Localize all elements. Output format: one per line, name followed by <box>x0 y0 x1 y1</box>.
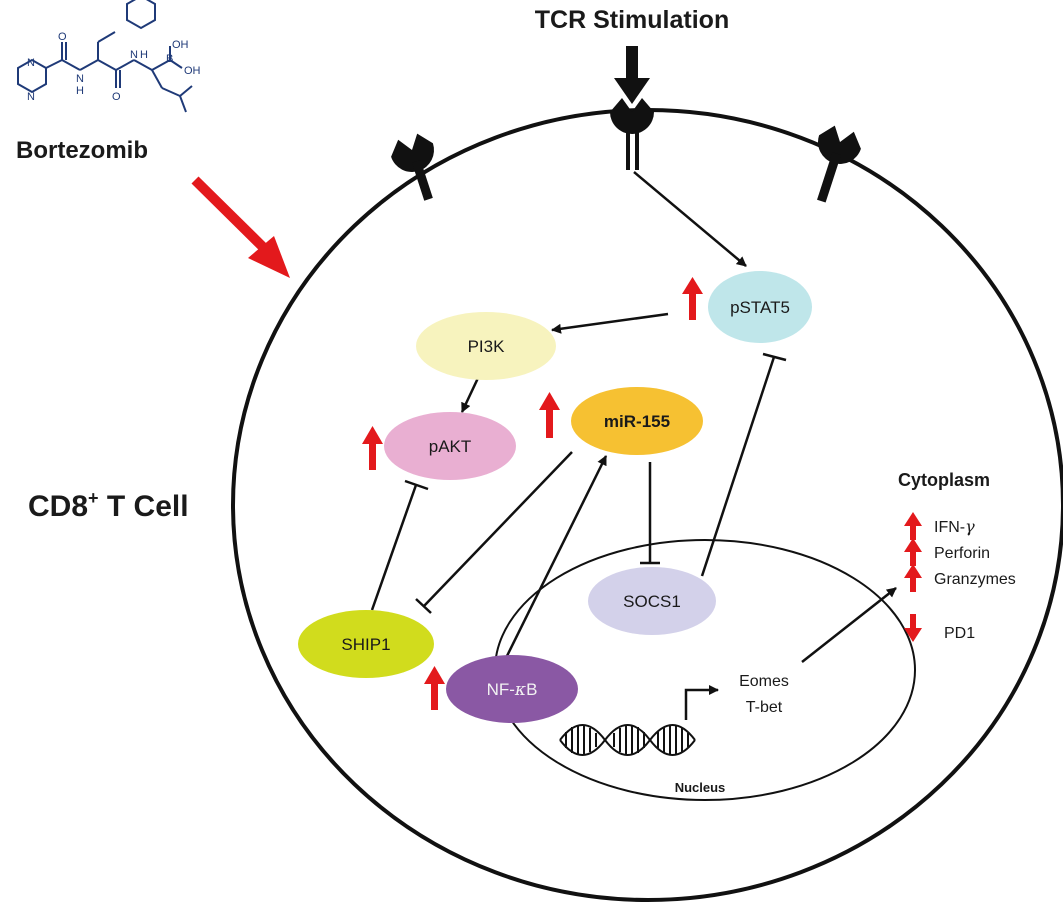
up-arrow-perforin-icon <box>904 538 922 566</box>
cell-type-label: CD8+ T Cell <box>28 488 189 523</box>
svg-text:B: B <box>166 53 173 65</box>
bortezomib-atom-labels: N N O N H O N H B OH OH <box>27 31 201 103</box>
svg-text:N: N <box>130 49 138 61</box>
node-pakt: pAKT <box>384 412 516 480</box>
cytoplasm-label: Cytoplasm <box>898 470 990 490</box>
svg-text:SOCS1: SOCS1 <box>623 592 681 611</box>
svg-text:N: N <box>27 91 35 103</box>
output-ifng: IFN-γ <box>934 517 975 536</box>
edge-pi3k-pakt <box>460 377 480 413</box>
node-pstat5: pSTAT5 <box>708 271 812 343</box>
dna-helix-icon <box>559 724 696 756</box>
output-pd1: PD1 <box>944 625 975 642</box>
svg-text:pSTAT5: pSTAT5 <box>730 298 790 317</box>
receptor-left-icon <box>391 133 434 201</box>
receptor-right-icon <box>817 125 861 203</box>
svg-text:NF-κB: NF-κB <box>487 680 538 700</box>
tcr-stimulation-arrow-icon <box>614 46 650 104</box>
svg-text:SHIP1: SHIP1 <box>341 635 390 654</box>
svg-text:N: N <box>76 73 84 85</box>
svg-text:H: H <box>76 85 84 97</box>
svg-text:N: N <box>27 57 35 69</box>
up-arrow-mir155-icon <box>539 392 560 438</box>
node-ship1: SHIP1 <box>298 610 434 678</box>
output-granzymes: Granzymes <box>934 571 1016 588</box>
svg-text:pAKT: pAKT <box>429 437 472 456</box>
drug-entry-arrow-icon <box>191 176 290 278</box>
gene-eomes: Eomes <box>739 673 789 690</box>
pathway-edges <box>370 171 897 720</box>
edge-promoter <box>684 685 719 720</box>
nucleus-label: Nucleus <box>675 780 726 795</box>
svg-text:O: O <box>112 91 121 103</box>
node-socs1: SOCS1 <box>588 567 716 635</box>
bortezomib-molecule-icon <box>17 0 193 113</box>
edge-mir155-ship1-bar <box>415 598 432 614</box>
edge-ship1-pakt-bar <box>404 479 429 491</box>
drug-name-label: Bortezomib <box>16 137 148 164</box>
up-arrow-pakt-icon <box>362 426 383 470</box>
edge-pstat5-pi3k <box>551 312 669 334</box>
up-arrow-nfkb-icon <box>424 666 445 710</box>
edge-socs1-pstat5-bar <box>762 352 787 362</box>
edge-nfkb-mir155 <box>502 455 608 663</box>
node-pi3k: PI3K <box>416 312 556 380</box>
up-arrow-granzymes-icon <box>904 564 922 592</box>
svg-text:miR-155: miR-155 <box>604 412 670 431</box>
svg-text:OH: OH <box>184 65 201 77</box>
edge-genes-outputs <box>801 587 897 663</box>
svg-text:OH: OH <box>172 39 189 51</box>
tcr-stimulation-label: TCR Stimulation <box>535 6 729 34</box>
gene-tbet: T-bet <box>746 699 783 716</box>
node-nfkb: NF-κB <box>446 655 578 723</box>
svg-text:H: H <box>140 49 148 61</box>
edge-tcr-pstat5 <box>633 171 747 267</box>
edge-mir155-ship1 <box>423 451 573 607</box>
svg-text:PI3K: PI3K <box>468 337 506 356</box>
down-arrow-pd1-icon <box>904 614 922 642</box>
edge-ship1-pakt <box>370 484 418 611</box>
svg-text:O: O <box>58 31 67 43</box>
up-arrow-pstat5-icon <box>682 277 703 320</box>
up-arrow-ifng-icon <box>904 512 922 540</box>
output-perforin: Perforin <box>934 545 990 562</box>
edge-socs1-pstat5 <box>700 356 776 577</box>
node-mir155: miR-155 <box>571 387 703 455</box>
cell-membrane <box>231 108 1063 902</box>
tcr-receptor-icon <box>610 98 654 170</box>
